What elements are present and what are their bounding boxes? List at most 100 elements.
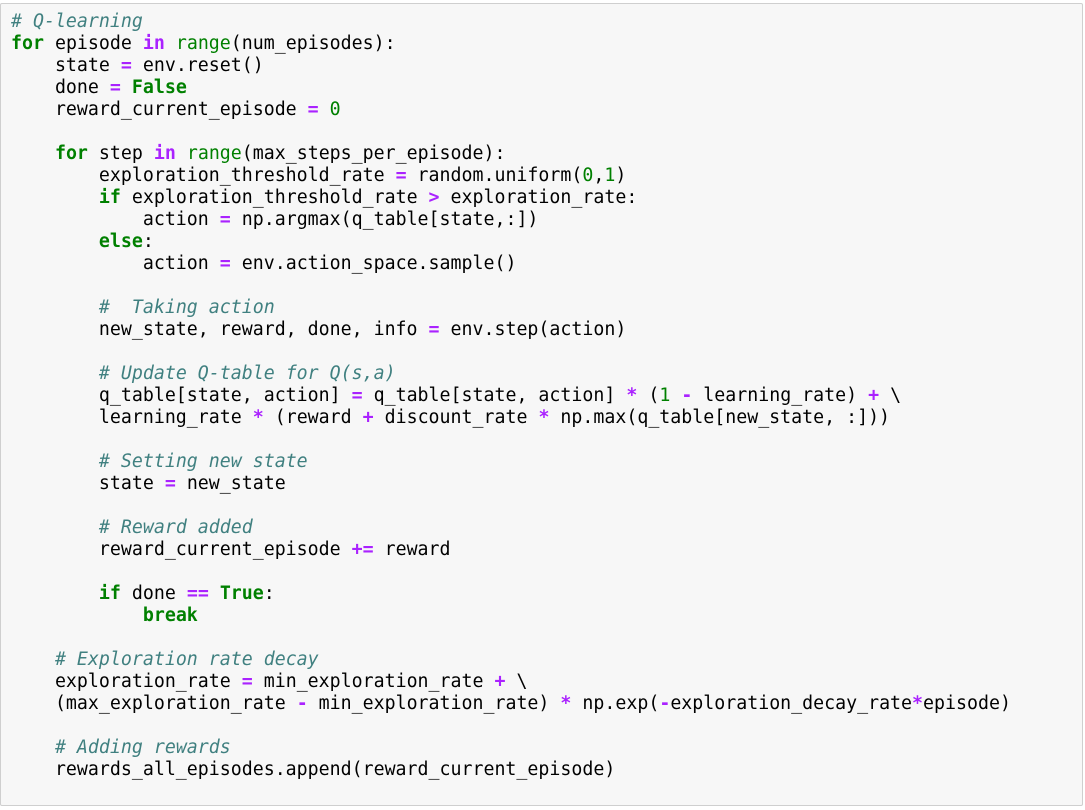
code-token: episode xyxy=(43,33,143,54)
code-token: np.max(q_table[new_state, :])) xyxy=(549,407,891,428)
code-token: done xyxy=(11,77,110,98)
operator-token: + xyxy=(868,385,880,406)
code-line xyxy=(11,341,1011,363)
operator-token: * xyxy=(626,385,638,406)
operator-token: + xyxy=(494,671,506,692)
code-token: ) xyxy=(615,165,627,186)
code-line: reward_current_episode = 0 xyxy=(11,99,1011,121)
code-token xyxy=(209,583,220,604)
code-line: for step in range(max_steps_per_episode)… xyxy=(11,143,1011,165)
code-token xyxy=(121,77,132,98)
code-line xyxy=(11,561,1011,583)
code-token: state xyxy=(11,55,121,76)
code-line: state = new_state xyxy=(11,473,1011,495)
code-line: # Reward added xyxy=(11,517,1011,539)
code-line: done = False xyxy=(11,77,1011,99)
code-token: env.reset() xyxy=(131,55,264,76)
code-token: action xyxy=(11,209,220,230)
code-line: rewards_all_episodes.append(reward_curre… xyxy=(11,759,1011,781)
code-token: ( xyxy=(637,385,660,406)
comment-token: # Exploration rate decay xyxy=(54,649,319,670)
code-line: # Taking action xyxy=(11,297,1011,319)
operator-token: = xyxy=(120,55,132,76)
comment-token: # Update Q-table for Q(s,a) xyxy=(98,363,396,384)
code-token xyxy=(11,737,55,758)
code-line: exploration_threshold_rate = random.unif… xyxy=(11,165,1011,187)
keyword-token: if xyxy=(98,583,121,604)
constant-token: False xyxy=(131,77,187,98)
code-token xyxy=(11,297,99,318)
code-line xyxy=(11,121,1011,143)
code-line: # Q-learning xyxy=(11,11,1011,33)
code-token: random.uniform( xyxy=(406,165,583,186)
builtin-token: range xyxy=(186,143,242,164)
code-token: (reward xyxy=(263,407,363,428)
code-line: if exploration_threshold_rate > explorat… xyxy=(11,187,1011,209)
builtin-token: range xyxy=(175,33,231,54)
code-token: q_table[state, action] xyxy=(362,385,627,406)
operator-token: = xyxy=(219,253,231,274)
number-token: 1 xyxy=(659,385,671,406)
code-line: (max_exploration_rate - min_exploration_… xyxy=(11,693,1011,715)
code-line: else: xyxy=(11,231,1011,253)
code-line: break xyxy=(11,605,1011,627)
operator-token: = xyxy=(164,473,176,494)
code-token xyxy=(11,517,99,538)
code-token xyxy=(319,99,330,120)
operator-token: += xyxy=(351,539,374,560)
code-token: min_exploration_rate xyxy=(252,671,495,692)
code-token: action xyxy=(11,253,220,274)
code-token xyxy=(670,385,681,406)
code-token: learning_rate xyxy=(11,407,253,428)
code-token: new_state, reward, done, info xyxy=(11,319,429,340)
comment-token: # Q-learning xyxy=(11,11,143,32)
code-line: # Update Q-table for Q(s,a) xyxy=(11,363,1011,385)
operator-token: - xyxy=(681,385,693,406)
code-token xyxy=(11,451,99,472)
code-token xyxy=(165,33,176,54)
code-token: q_table[state, action] xyxy=(11,385,352,406)
code-line: reward_current_episode += reward xyxy=(11,539,1011,561)
code-line: # Setting new state xyxy=(11,451,1011,473)
code-token: rewards_all_episodes.append(reward_curre… xyxy=(11,759,616,780)
code-token xyxy=(11,187,99,208)
keyword-token: for xyxy=(11,33,44,54)
code-token: (max_exploration_rate xyxy=(11,693,297,714)
code-line xyxy=(11,495,1011,517)
operator-token: = xyxy=(395,165,407,186)
operator-token: in xyxy=(142,33,165,54)
code-line: # Exploration rate decay xyxy=(11,649,1011,671)
code-token: : xyxy=(142,231,154,252)
comment-token: # Reward added xyxy=(98,517,253,538)
code-token: exploration_rate xyxy=(11,671,242,692)
code-token: reward xyxy=(373,539,451,560)
code-token: , xyxy=(593,165,605,186)
code-line: for episode in range(num_episodes): xyxy=(11,33,1011,55)
code-token: : xyxy=(263,583,275,604)
operator-token: = xyxy=(351,385,363,406)
code-line: new_state, reward, done, info = env.step… xyxy=(11,319,1011,341)
code-line xyxy=(11,275,1011,297)
comment-token: # Setting new state xyxy=(98,451,308,472)
keyword-token: for xyxy=(54,143,88,164)
code-line: q_table[state, action] = q_table[state, … xyxy=(11,385,1011,407)
operator-token: = xyxy=(109,77,121,98)
code-token xyxy=(11,605,143,626)
code-token: np.argmax(q_table[state,:]) xyxy=(230,209,539,230)
operator-token: * xyxy=(252,407,264,428)
code-line xyxy=(11,715,1011,737)
code-token: \ xyxy=(879,385,902,406)
code-token: discount_rate xyxy=(373,407,539,428)
code-token: learning_rate) xyxy=(692,385,869,406)
code-token xyxy=(11,363,99,384)
code-line: learning_rate * (reward + discount_rate … xyxy=(11,407,1011,429)
code-line xyxy=(11,627,1011,649)
code-token xyxy=(11,649,55,670)
code-token: env.action_space.sample() xyxy=(230,253,517,274)
code-line: action = env.action_space.sample() xyxy=(11,253,1011,275)
comment-token: # Taking action xyxy=(98,297,275,318)
keyword-token: else xyxy=(98,231,143,252)
operator-token: * xyxy=(912,693,924,714)
